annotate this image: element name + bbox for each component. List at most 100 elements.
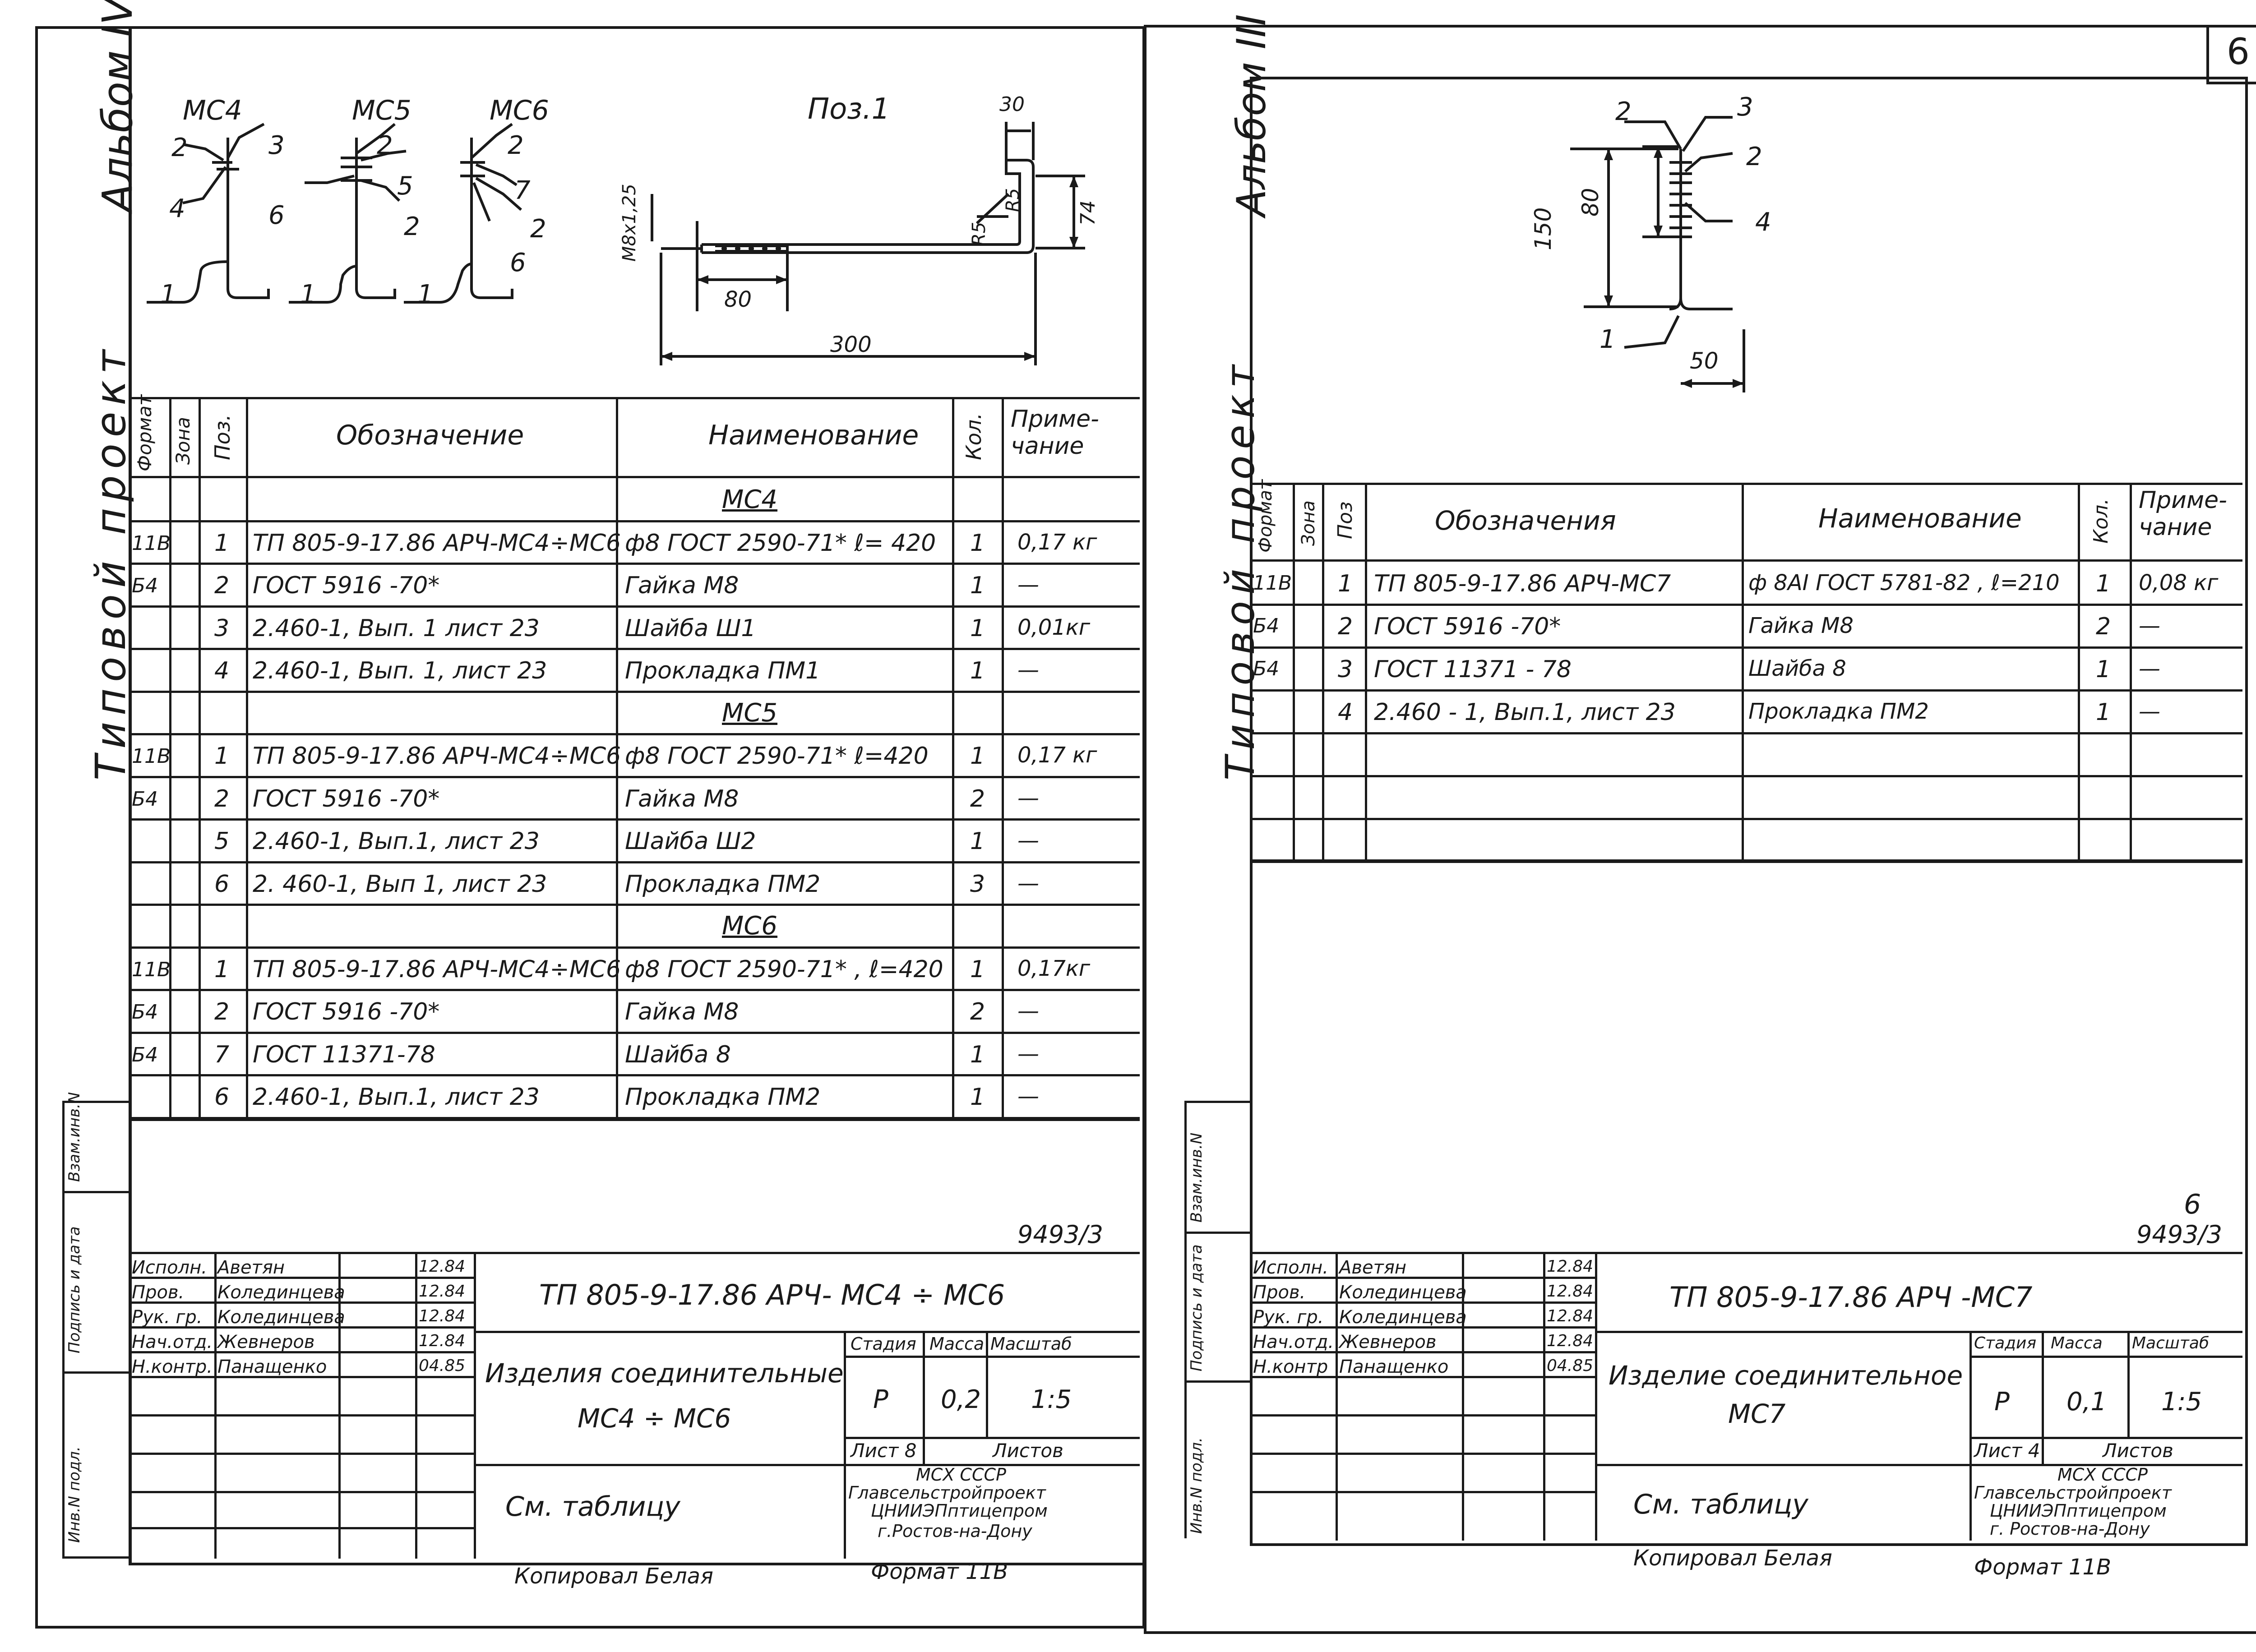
row-divider: [129, 904, 1140, 906]
row-divider: [129, 605, 1140, 608]
left-stamp-inv: Инв.N подл.: [65, 1446, 83, 1543]
left-project-label: Типовой проект: [87, 343, 135, 780]
signer-date: 12.84: [419, 1307, 466, 1325]
label-ms5: МС5: [352, 95, 411, 126]
r-dim-80: 80: [1577, 188, 1604, 217]
row-divider: [129, 775, 1140, 778]
right-hdr-qty: Кол.: [2090, 498, 2113, 544]
row-designation: 2. 460-1, Вып 1, лист 23: [253, 870, 547, 898]
left-stamp-replace: Взам.инв.N: [65, 1092, 83, 1182]
row-divider: [129, 733, 1140, 735]
left-stamp-sign: Подпись и дата: [65, 1226, 83, 1353]
row-note: —: [2139, 699, 2160, 724]
page-number: 6: [2227, 31, 2250, 73]
left-format: Формат 11В: [871, 1559, 1008, 1584]
signer-role: Нач.отд.: [132, 1332, 213, 1352]
row-divider: [1250, 732, 2242, 734]
left-tb-mass-label: Масса: [929, 1334, 985, 1354]
row-quantity: 1: [970, 828, 985, 855]
left-tb-scale: 1:5: [1031, 1385, 1072, 1414]
row-designation: 2.460-1, Вып.1, лист 23: [253, 1084, 540, 1111]
row-name: Гайка М8: [1748, 613, 1854, 638]
row-quantity: 1: [970, 657, 985, 684]
row-note: —: [1017, 1084, 1039, 1109]
row-note: 0,08 кг: [2139, 570, 2219, 595]
row-divider: [1250, 861, 2242, 863]
left-tb-org0: МСХ СССР: [916, 1465, 1006, 1485]
label-ms6: МС6: [490, 95, 549, 126]
row-quantity: 1: [970, 614, 985, 642]
row-divider: [129, 1074, 1140, 1076]
left-tb-org1: Главсельстройпроект: [848, 1483, 1046, 1503]
right-album-label: Альбом III: [1228, 14, 1275, 217]
callout-ms5-6: 6: [268, 201, 285, 230]
row-position: 7: [214, 1041, 230, 1068]
left-tb-material: См. таблицу: [505, 1491, 680, 1523]
row-format: Б4: [132, 1043, 158, 1066]
row-quantity: 2: [2096, 613, 2111, 640]
left-hdr-zone: Зона: [172, 417, 194, 465]
row-position: 3: [214, 614, 230, 642]
signer-name: Панащенко: [1339, 1357, 1449, 1377]
row-note: —: [1017, 828, 1039, 853]
row-name: Гайка М8: [625, 998, 739, 1025]
row-note: —: [2139, 656, 2160, 681]
right-hdr-zone: Зона: [1298, 500, 1319, 546]
row-quantity: 1: [970, 572, 985, 599]
section-title: МС6: [722, 911, 778, 941]
callout-ms6-6: 6: [510, 248, 526, 277]
label-ms4: МС4: [183, 95, 242, 126]
left-hdr-format: Формат: [134, 394, 156, 471]
row-designation: ГОСТ 5916 -70*: [253, 785, 440, 812]
left-tb-stage-label: Стадия: [851, 1334, 916, 1354]
row-position: 1: [214, 743, 230, 770]
callout-ms4-1: 1: [160, 280, 176, 309]
right-tb-material: См. таблицу: [1633, 1489, 1808, 1520]
row-designation: 2.460-1, Вып. 1, лист 23: [253, 657, 547, 684]
signer-role: Исполн.: [132, 1257, 207, 1278]
right-hdr-designation: Обозначения: [1435, 505, 1616, 536]
row-note: —: [1017, 998, 1039, 1024]
row-name: Шайба 8: [625, 1041, 731, 1068]
signer-role: Рук. гр.: [132, 1307, 203, 1328]
row-quantity: 1: [2096, 656, 2111, 683]
signer-date: 04.85: [419, 1357, 466, 1375]
row-name: Шайба Ш2: [625, 828, 756, 855]
right-tb-org1: Главсельстройпроект: [1974, 1483, 2172, 1503]
right-tb-title2: МС7: [1728, 1398, 1786, 1429]
dim-r5b: R5: [969, 221, 989, 246]
r-dim-50: 50: [1690, 348, 1719, 374]
row-position: 2: [214, 785, 230, 812]
row-divider: [129, 989, 1140, 991]
callout-ms4-3: 3: [268, 131, 285, 160]
row-name: Шайба Ш1: [625, 614, 756, 642]
row-name: ф8 ГОСТ 2590-71* ℓ=420: [625, 743, 929, 770]
row-designation: ГОСТ 11371 - 78: [1374, 656, 1572, 683]
left-tb-title1: Изделия соединительные: [485, 1358, 844, 1389]
right-hdr-pos: Поз: [1334, 501, 1357, 539]
left-tb-code: ТП 805-9-17.86 АРЧ- МС4 ÷ МС6: [539, 1278, 1005, 1311]
row-name: Гайка М8: [625, 572, 739, 599]
callout-ms4-2: 2: [171, 133, 188, 162]
row-quantity: 2: [970, 998, 985, 1025]
row-format: Б4: [132, 787, 158, 811]
row-divider: [129, 648, 1140, 650]
signer-name: Колединцева: [1339, 1282, 1467, 1303]
left-copied: Копировал Белая: [514, 1564, 713, 1589]
right-tb-sheet: Лист 4: [1974, 1440, 2040, 1462]
row-quantity: 1: [2096, 570, 2111, 597]
row-quantity: 3: [970, 870, 985, 898]
row-position: 4: [1338, 699, 1353, 726]
row-name: Гайка М8: [625, 785, 739, 812]
right-hdr-format: Формат: [1255, 479, 1276, 553]
left-hdr-designation: Обозначение: [336, 420, 524, 451]
right-tb-stage-label: Стадия: [1974, 1334, 2037, 1352]
r-callout-4: 4: [1755, 208, 1771, 237]
row-designation: ТП 805-9-17.86 АРЧ-МС4÷МС6: [253, 955, 621, 983]
row-designation: ГОСТ 5916 -70*: [1374, 613, 1561, 640]
page-number-box: [2206, 25, 2256, 84]
row-divider: [129, 1117, 1140, 1119]
left-tb-org3: г.Ростов-на-Дону: [878, 1521, 1032, 1541]
right-outer-frame: [1144, 25, 2256, 1634]
signer-date: 12.84: [1547, 1257, 1594, 1276]
